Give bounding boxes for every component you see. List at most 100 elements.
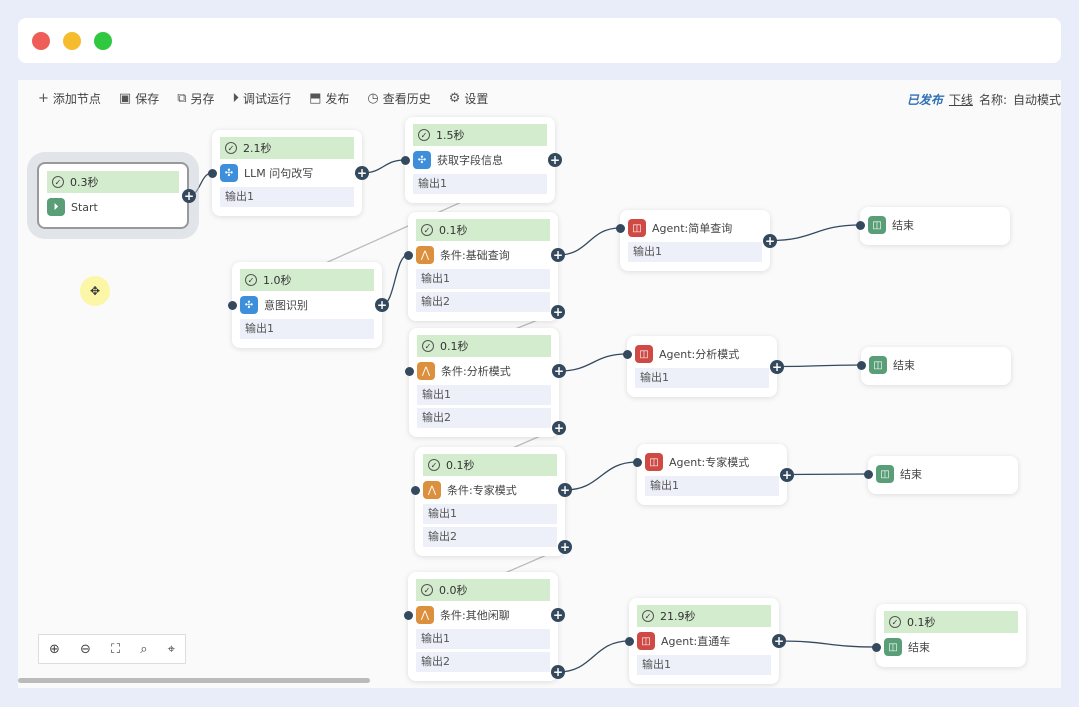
add-connection-button[interactable]: +	[548, 153, 562, 167]
add-connection-button[interactable]: +	[780, 467, 794, 482]
node-llm[interactable]: ✓1.0秒✣意图识别输出1	[232, 262, 382, 348]
add-connection-button[interactable]: +	[558, 483, 572, 497]
node-status: ✓1.0秒	[240, 269, 374, 291]
add-connection-button[interactable]: +	[763, 233, 777, 248]
node-duration: 1.0秒	[263, 274, 292, 287]
node-end[interactable]: ◫结束	[861, 347, 1011, 385]
toolbar-plus-button[interactable]: +添加节点	[38, 90, 101, 107]
maximize-button[interactable]	[94, 32, 112, 50]
toolbar-play-button[interactable]: ⏵调试运行	[233, 90, 292, 107]
check-circle-icon: ✓	[642, 610, 654, 622]
node-title: LLM 问句改写	[244, 167, 314, 180]
edge[interactable]	[769, 224, 861, 242]
node-duration: 2.1秒	[243, 142, 272, 155]
zoom-out-icon[interactable]: ⊖	[80, 641, 91, 657]
input-port[interactable]	[872, 643, 881, 652]
node-duration: 0.1秒	[446, 459, 475, 472]
check-circle-icon: ✓	[421, 584, 433, 596]
node-output: 输出2	[416, 652, 550, 672]
input-port[interactable]	[404, 611, 413, 620]
plus-icon: +	[38, 91, 49, 106]
input-port[interactable]	[623, 350, 632, 359]
edge[interactable]	[557, 227, 621, 256]
input-port[interactable]	[228, 301, 237, 310]
node-duration: 0.1秒	[439, 224, 468, 237]
toolbar-save-as-button[interactable]: ⧉另存	[177, 90, 214, 107]
workflow-canvas[interactable]: +添加节点 ▣保存 ⧉另存 ⏵调试运行 ⬒发布 ◷查看历史 ⚙设置 已发布 下线 名称: 自…	[18, 80, 1061, 688]
toolbar-publish-button[interactable]: ⬒发布	[309, 90, 349, 107]
edge[interactable]	[557, 640, 630, 673]
node-output: 输出1	[416, 629, 550, 649]
minimize-button[interactable]	[63, 32, 81, 50]
node-agent[interactable]: ✓21.9秒◫Agent:直通车输出1	[629, 598, 779, 684]
node-title: Agent:分析模式	[659, 348, 740, 361]
add-connection-button[interactable]: +	[551, 248, 565, 262]
edge[interactable]	[778, 640, 877, 648]
node-title: 条件:基础查询	[440, 249, 510, 262]
horizontal-scrollbar[interactable]	[18, 678, 370, 683]
offline-link[interactable]: 下线	[948, 93, 973, 107]
locate-icon[interactable]: ⌖	[167, 641, 175, 657]
settings-icon: ⚙	[448, 91, 461, 106]
node-agent[interactable]: ◫Agent:专家模式输出1	[637, 444, 787, 505]
input-port[interactable]	[625, 637, 634, 646]
close-button[interactable]	[32, 32, 50, 50]
input-port[interactable]	[404, 251, 413, 260]
toolbar-label: 保存	[135, 92, 160, 106]
add-connection-button[interactable]: +	[552, 364, 566, 378]
add-connection-button[interactable]: +	[558, 540, 572, 554]
toolbar-history-button[interactable]: ◷查看历史	[367, 90, 430, 107]
add-connection-button[interactable]: +	[551, 608, 565, 622]
input-port[interactable]	[864, 470, 873, 479]
name-value: 自动模式	[1012, 93, 1061, 107]
edge[interactable]	[776, 364, 862, 368]
check-circle-icon: ✓	[422, 340, 434, 352]
add-connection-button[interactable]: +	[182, 188, 196, 203]
toolbar: +添加节点 ▣保存 ⧉另存 ⏵调试运行 ⬒发布 ◷查看历史 ⚙设置	[38, 90, 488, 107]
publish-status: 已发布 下线 名称: 自动模式	[907, 91, 1061, 108]
edge[interactable]	[564, 461, 638, 491]
input-port[interactable]	[401, 156, 410, 165]
add-connection-button[interactable]: +	[551, 305, 565, 319]
edge[interactable]	[558, 353, 628, 372]
node-output: 输出1	[628, 242, 762, 262]
input-port[interactable]	[405, 367, 414, 376]
input-port[interactable]	[857, 361, 866, 370]
add-connection-button[interactable]: +	[355, 166, 369, 180]
toolbar-save-button[interactable]: ▣保存	[119, 90, 159, 107]
node-title: 结束	[908, 641, 930, 654]
add-connection-button[interactable]: +	[375, 298, 389, 312]
node-llm[interactable]: ✓2.1秒✣LLM 问句改写输出1	[212, 130, 362, 216]
node-title: 结束	[900, 468, 922, 481]
add-connection-button[interactable]: +	[772, 634, 786, 648]
node-llm[interactable]: ✓1.5秒✣获取字段信息输出1	[405, 117, 555, 203]
add-connection-button[interactable]: +	[770, 359, 784, 374]
node-agent[interactable]: ◫Agent:简单查询输出1	[620, 210, 770, 271]
node-title: Agent:专家模式	[669, 456, 750, 469]
input-port[interactable]	[208, 169, 217, 178]
node-title: 条件:分析模式	[441, 365, 511, 378]
llm-node-icon: ✣	[220, 164, 238, 182]
fit-view-icon[interactable]: ⛶	[111, 641, 121, 657]
input-port[interactable]	[633, 458, 642, 467]
node-agent[interactable]: ◫Agent:分析模式输出1	[627, 336, 777, 397]
input-port[interactable]	[616, 224, 625, 233]
node-start[interactable]: ✓0.3秒⏵Start	[37, 162, 189, 229]
node-end[interactable]: ◫结束	[868, 456, 1018, 494]
node-end[interactable]: ✓0.1秒◫结束	[876, 604, 1026, 667]
node-title: Agent:简单查询	[652, 222, 733, 235]
add-connection-button[interactable]: +	[552, 421, 566, 435]
input-port[interactable]	[856, 221, 865, 230]
edge[interactable]	[786, 473, 869, 476]
toolbar-settings-button[interactable]: ⚙设置	[449, 90, 489, 107]
add-connection-button[interactable]: +	[551, 665, 565, 679]
node-output: 输出1	[645, 476, 779, 496]
search-icon[interactable]: ⌕	[140, 641, 148, 657]
zoom-in-icon[interactable]: ⊕	[49, 641, 60, 657]
node-end[interactable]: ◫结束	[860, 207, 1010, 245]
input-port[interactable]	[411, 486, 420, 495]
